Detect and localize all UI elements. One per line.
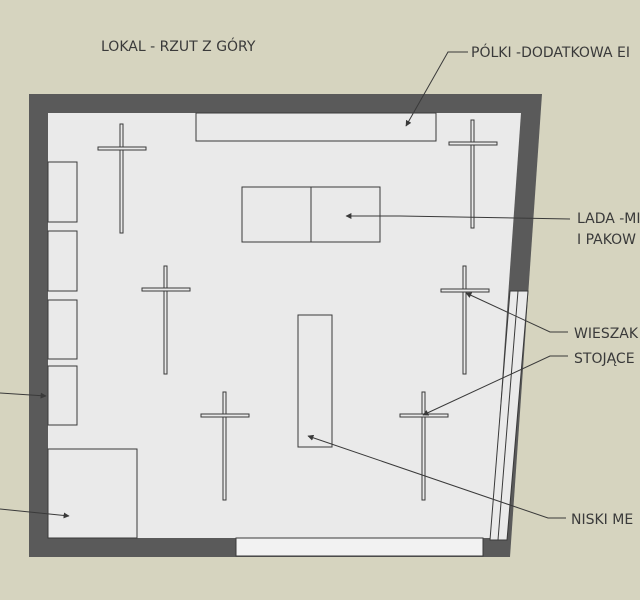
leader-counter — [345, 213, 571, 220]
leader-bottom-left — [0, 508, 70, 519]
hanger-3 — [141, 265, 191, 375]
side-window — [489, 290, 529, 541]
label-shelves: PÓLKI -DODATKOWA EI — [471, 43, 630, 61]
plan-title: LOKAL - RZUT Z GÓRY — [101, 37, 256, 55]
label-standing: STOJĄCE — [574, 351, 635, 367]
label-low-furniture: NISKI ME — [571, 512, 633, 528]
label-counter-line1: LADA -MI — [577, 211, 640, 227]
leader-low-furniture — [307, 434, 566, 519]
entrance-opening — [235, 537, 484, 557]
hanger-4 — [440, 265, 490, 375]
left-shelf-2 — [47, 230, 78, 292]
leader-shelves — [405, 51, 468, 127]
hanger-2 — [448, 119, 498, 229]
counter-right — [310, 186, 381, 243]
hanger-5 — [200, 391, 250, 501]
left-shelf-4 — [47, 365, 78, 426]
left-shelf-3 — [47, 299, 78, 360]
floor-area — [48, 113, 521, 538]
hanger-6 — [399, 391, 449, 501]
label-hangers: WIESZAK — [574, 326, 639, 342]
side-window-line — [497, 290, 519, 541]
top-shelf — [195, 112, 437, 142]
hanger-1 — [97, 123, 147, 234]
counter-left — [241, 186, 312, 243]
center-low-furniture — [297, 314, 333, 448]
leader-standing — [422, 355, 568, 416]
label-counter-line2: I PAKOW — [577, 232, 636, 248]
leader-left-shelves — [0, 392, 47, 399]
bottom-left-furniture — [47, 448, 138, 539]
left-shelf-1 — [47, 161, 78, 223]
leader-hangers — [465, 292, 568, 333]
